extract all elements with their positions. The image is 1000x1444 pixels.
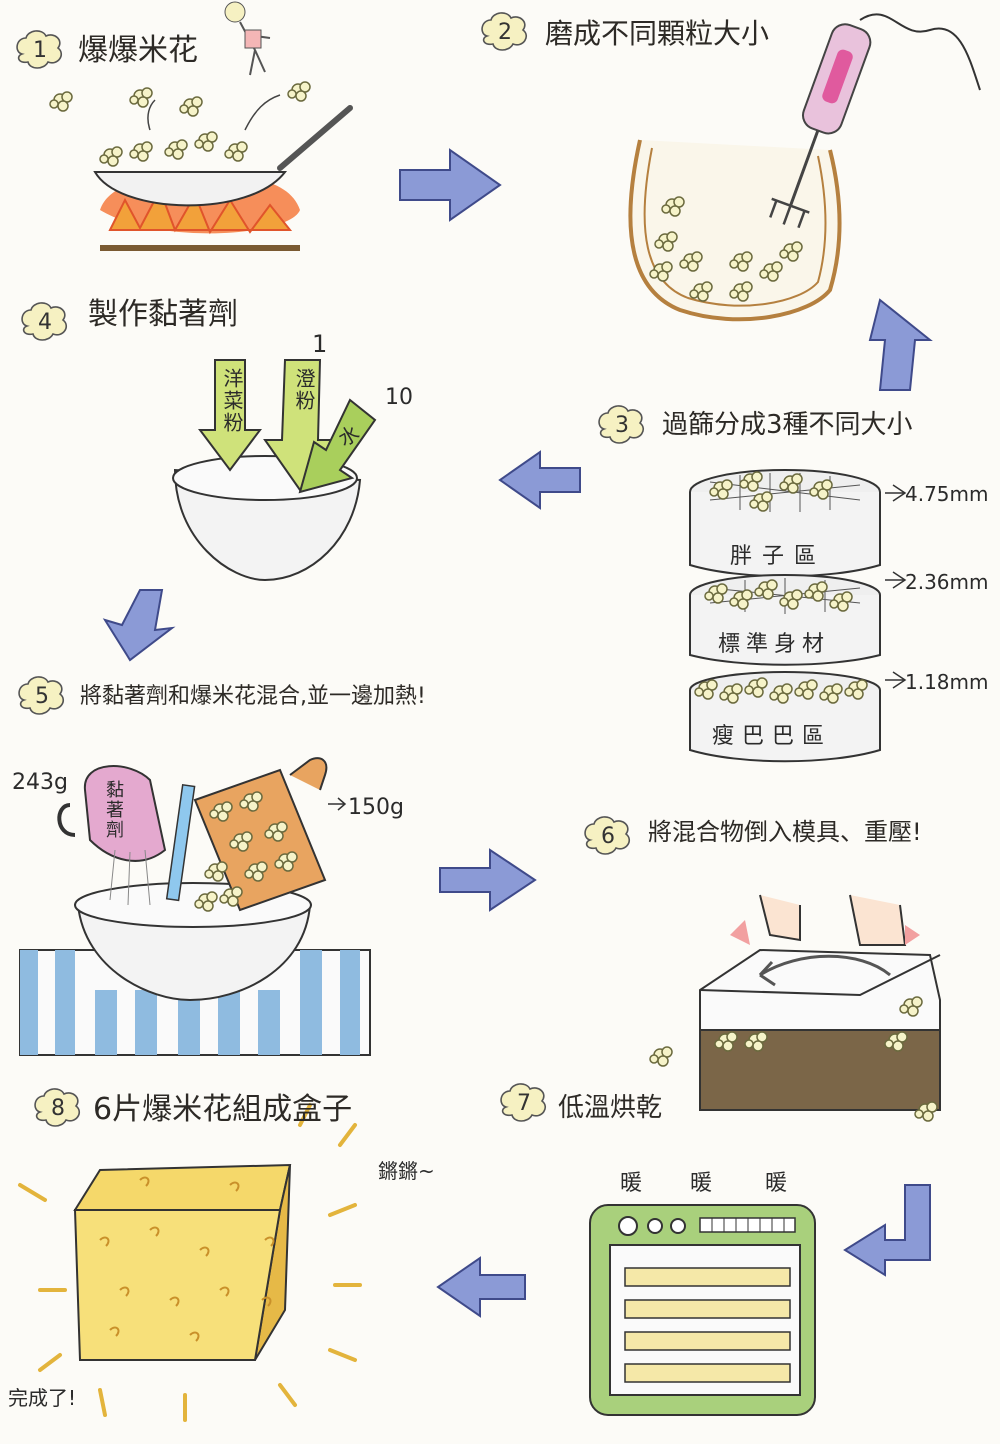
arrow-down-left xyxy=(843,1184,931,1277)
sieve-label-3: 瘦巴巴區 xyxy=(712,724,833,749)
step-4-badge: 4 xyxy=(38,309,52,335)
arrow-left-2 xyxy=(436,1256,526,1318)
step-7-badge: 7 xyxy=(517,1090,531,1116)
step-3-badge: 3 xyxy=(615,412,629,438)
step-4-title: 製作黏著劑 xyxy=(88,297,238,332)
dryer-sound-3: 暖 xyxy=(765,1171,788,1196)
ratio-starch: 1 xyxy=(312,330,328,358)
arrow-left-1 xyxy=(498,450,581,510)
popcorn-weight: 150g xyxy=(348,795,404,820)
ingredient-agar: 洋菜粉 xyxy=(220,368,244,434)
ratio-water: 10 xyxy=(385,385,413,410)
sieve-size-3: 1.18mm xyxy=(905,670,989,694)
finish-sound: 鏘鏘~ xyxy=(378,1159,435,1183)
glue-bowl-illustration xyxy=(172,359,377,582)
arrow-down-1 xyxy=(868,298,933,391)
wok-illustration xyxy=(49,1,353,251)
ingredient-starch: 澄粉 xyxy=(292,368,316,412)
step-2-badge: 2 xyxy=(498,19,512,45)
step-8-title: 6片爆米花組成盒子 xyxy=(93,1092,353,1127)
blender-illustration xyxy=(628,13,981,322)
arrow-down-2 xyxy=(102,589,176,662)
step-7-title: 低溫烘乾 xyxy=(558,1093,663,1123)
step-6-badge: 6 xyxy=(601,823,615,849)
step-8-badge: 8 xyxy=(51,1095,65,1121)
sieve-label-1: 胖子區 xyxy=(730,544,827,569)
sieve-stack xyxy=(689,469,907,763)
sieve-size-1: 4.75mm xyxy=(905,482,989,506)
finish-done: 完成了! xyxy=(8,1386,77,1410)
step-1-badge: 1 xyxy=(33,37,47,63)
arrow-right-1 xyxy=(399,148,502,222)
step-2-title: 磨成不同顆粒大小 xyxy=(545,17,770,50)
sieve-size-2: 2.36mm xyxy=(905,570,989,594)
glue-weight: 243g xyxy=(12,770,68,795)
dryer-illustration xyxy=(589,1204,816,1416)
glue-cup-label: 黏著劑 xyxy=(103,780,124,840)
mixing-illustration xyxy=(19,757,371,1056)
step-6-title: 將混合物倒入模具、重壓! xyxy=(648,818,922,846)
mold-press-illustration xyxy=(649,894,941,1122)
dryer-sound-2: 暖 xyxy=(690,1171,713,1196)
step-1-title: 爆爆米花 xyxy=(78,33,198,68)
step-5-title: 將黏著劑和爆米花混合,並一邊加熱! xyxy=(80,684,426,709)
arrow-right-2 xyxy=(439,848,537,912)
step-5-badge: 5 xyxy=(35,683,49,709)
dryer-sound-1: 暖 xyxy=(620,1171,643,1196)
popcorn-box-illustration xyxy=(18,1103,362,1422)
step-3-title: 過篩分成3種不同大小 xyxy=(662,410,913,440)
sieve-label-2: 標準身材 xyxy=(718,632,831,657)
